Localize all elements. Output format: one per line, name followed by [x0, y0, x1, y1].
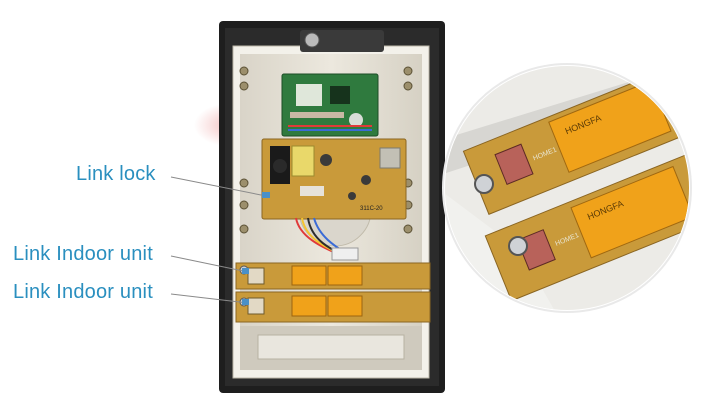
- lock-board: 311C-20: [261, 138, 407, 220]
- link-indoor-unit-label-1: Link Indoor unit: [13, 243, 153, 265]
- relay-board-1: [235, 262, 431, 290]
- leader-lines: [170, 176, 267, 304]
- zoom-inset: HONGFA HOME1 HONGFA HOME1: [442, 63, 692, 313]
- green-control-board: [281, 73, 379, 137]
- pointer-markers: [242, 192, 270, 305]
- link-lock-label: Link lock: [76, 163, 156, 185]
- frame-screws: [239, 66, 413, 234]
- board-code-text: 311C-20: [360, 206, 383, 212]
- relay-board-2: [235, 291, 431, 323]
- link-indoor-unit-label-2: Link Indoor unit: [13, 281, 153, 303]
- connector: [331, 247, 359, 261]
